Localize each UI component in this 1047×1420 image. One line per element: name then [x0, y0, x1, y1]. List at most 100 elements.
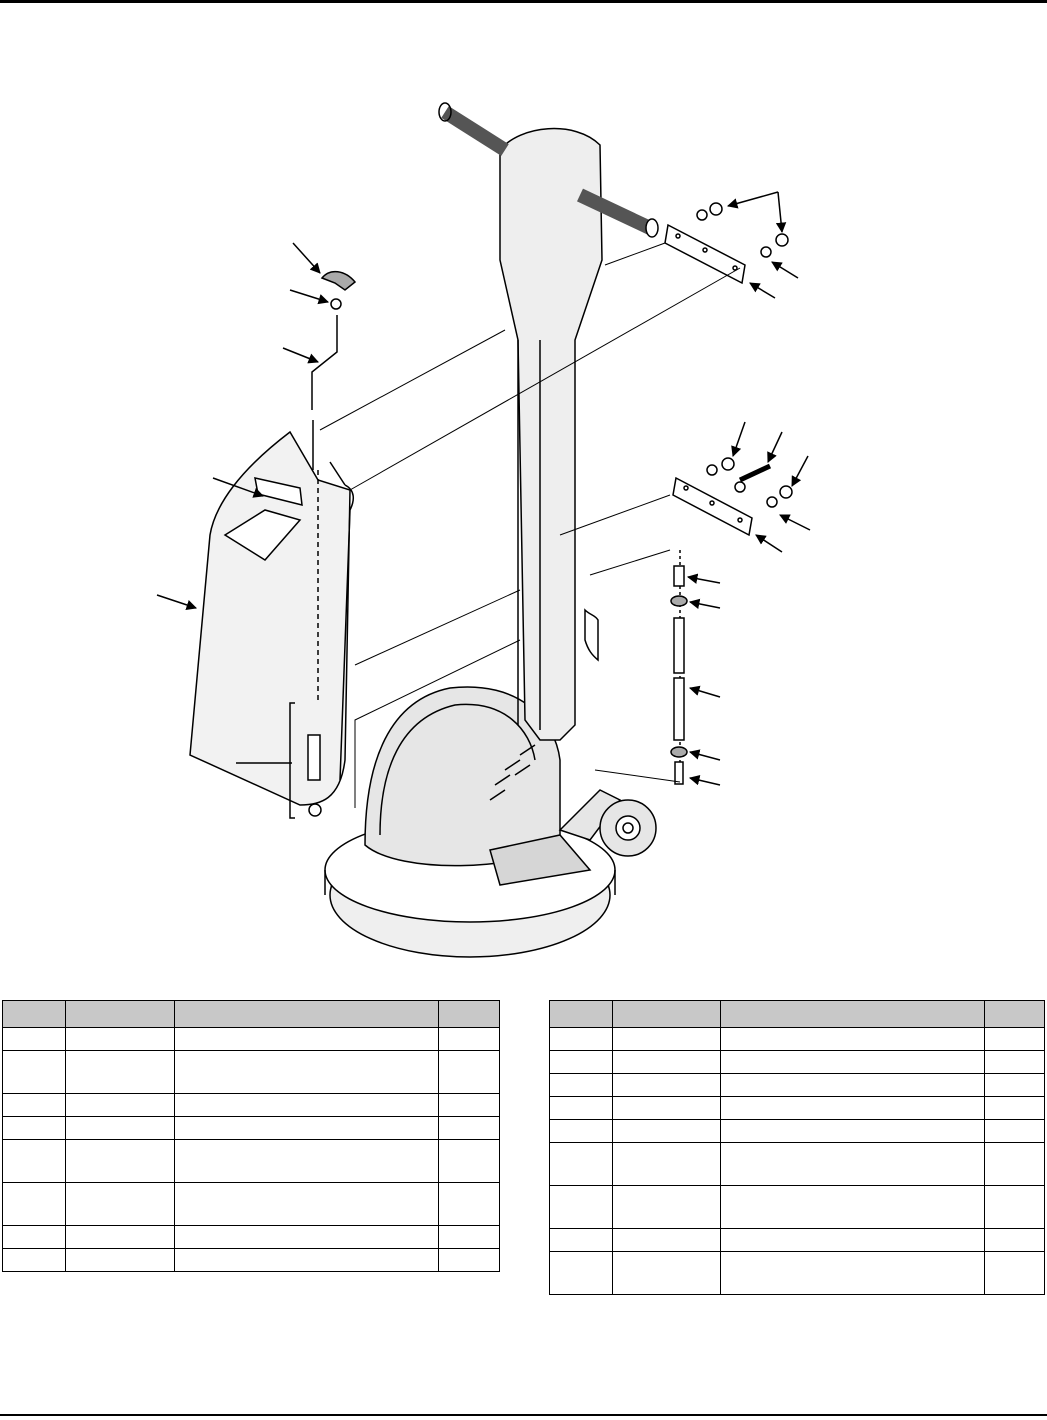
upper-mounting-plate [664, 223, 746, 285]
table-cell [65, 1225, 175, 1249]
table-row [548, 1142, 1046, 1186]
table-cell [548, 1119, 614, 1143]
table-cell [65, 1093, 175, 1117]
table-cell [612, 1185, 721, 1229]
callout-arrows[interactable] [156, 191, 811, 786]
table-cell [1, 1093, 67, 1117]
motor-housing [364, 686, 592, 886]
table-row [1, 1027, 500, 1051]
top-rule [0, 0, 1047, 3]
table-cell [548, 1251, 614, 1295]
table-row [548, 1050, 1046, 1074]
table-cell [65, 1050, 175, 1094]
table-row [548, 1096, 1046, 1120]
table-row [1, 1116, 500, 1140]
table-row [548, 1185, 1046, 1229]
table-cell [612, 1119, 721, 1143]
table-cell [438, 1225, 500, 1249]
table-cell [983, 1073, 1046, 1097]
cable-tube-assembly [670, 550, 688, 785]
column-header [438, 1000, 500, 1028]
table-cell [983, 1050, 1046, 1074]
table-cell [548, 1050, 614, 1074]
column-header [65, 1000, 175, 1028]
table-row [1, 1182, 500, 1226]
table-cell [548, 1073, 614, 1097]
table-cell [612, 1251, 721, 1295]
table-row [548, 1073, 1046, 1097]
table-cell [548, 1096, 614, 1120]
table-cell [438, 1050, 500, 1094]
table-cell [173, 1139, 440, 1183]
column-header [983, 1000, 1046, 1028]
table-cell [173, 1050, 440, 1094]
hardware-fasteners [696, 202, 793, 508]
table-cell [173, 1248, 440, 1272]
table-cell [612, 1050, 721, 1074]
table-cell [719, 1027, 985, 1051]
table-cell [719, 1185, 985, 1229]
exploded-parts-diagram [156, 102, 811, 958]
table-row [1, 1248, 500, 1272]
table-row [548, 1228, 1046, 1252]
table-cell [438, 1248, 500, 1272]
table-cell [65, 1182, 175, 1226]
table-cell [719, 1251, 985, 1295]
table-cell [173, 1093, 440, 1117]
table-cell [548, 1027, 614, 1051]
table-cell [173, 1225, 440, 1249]
table-cell [719, 1228, 985, 1252]
table-cell [719, 1119, 985, 1143]
handle-grip-left [438, 102, 509, 156]
table-cell [1, 1116, 67, 1140]
table-cell [548, 1228, 614, 1252]
table-cell [438, 1139, 500, 1183]
bottom-rule [0, 1414, 1047, 1416]
table-row [548, 1027, 1046, 1051]
column-header [1, 1000, 67, 1028]
table-cell [1, 1248, 67, 1272]
table-cell [1, 1050, 67, 1094]
table-cell [612, 1096, 721, 1120]
column-header [719, 1000, 985, 1028]
table-cell [983, 1228, 1046, 1252]
parts-table-right [548, 1000, 1046, 1295]
table-row [1, 1139, 500, 1183]
handle-column [499, 127, 603, 741]
table-cell [173, 1116, 440, 1140]
table-cell [719, 1096, 985, 1120]
table-row [1, 1050, 500, 1094]
table-cell [438, 1116, 500, 1140]
table-cell [612, 1228, 721, 1252]
bag-cover [189, 430, 355, 806]
table-cell [438, 1093, 500, 1117]
table-cell [719, 1050, 985, 1074]
table-row [1, 1093, 500, 1117]
table-cell [1, 1139, 67, 1183]
table-cell [983, 1142, 1046, 1186]
column-header [173, 1000, 440, 1028]
table-cell [983, 1096, 1046, 1120]
table-cell [612, 1142, 721, 1186]
table-cell [983, 1251, 1046, 1295]
latch-rod [289, 270, 357, 819]
handle-grip-right [577, 188, 659, 238]
table-cell [719, 1073, 985, 1097]
table-cell [983, 1119, 1046, 1143]
table-cell [548, 1185, 614, 1229]
table-cell [1, 1027, 67, 1051]
table-cell [612, 1027, 721, 1051]
table-cell [612, 1073, 721, 1097]
table-cell [548, 1142, 614, 1186]
table-cell [438, 1027, 500, 1051]
table-row [548, 1251, 1046, 1295]
table-cell [1, 1182, 67, 1226]
column-header [612, 1000, 721, 1028]
lower-mounting-plate [672, 476, 753, 537]
assembly-guide-lines [319, 242, 741, 808]
table-cell [65, 1116, 175, 1140]
table-cell [983, 1027, 1046, 1051]
transport-wheels [558, 789, 657, 857]
table-row [548, 1119, 1046, 1143]
parts-table-left [1, 1000, 500, 1272]
